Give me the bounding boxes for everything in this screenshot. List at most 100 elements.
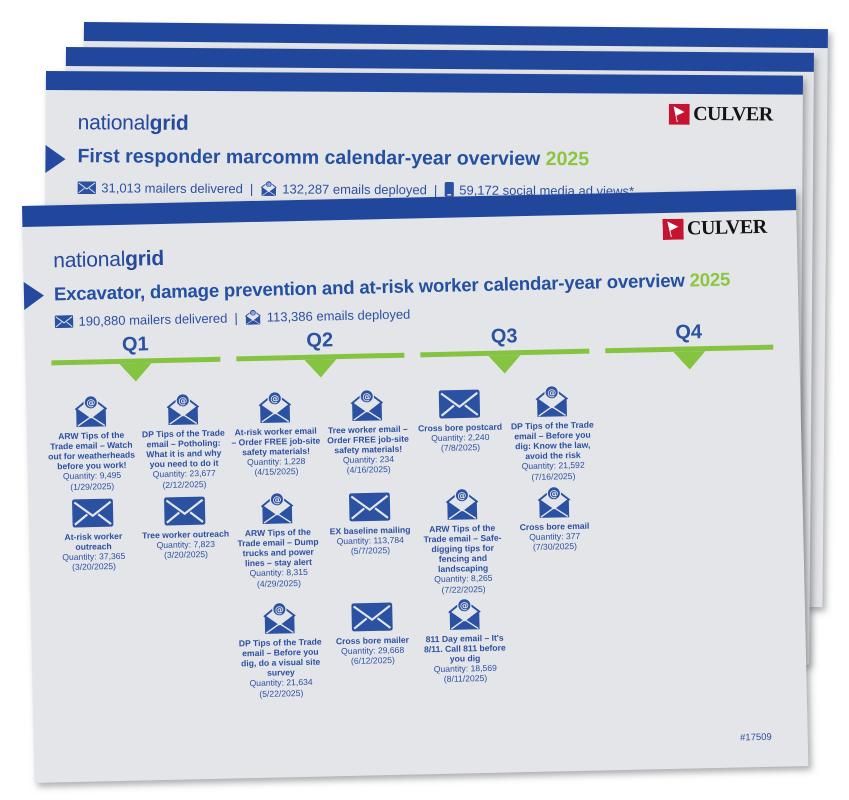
campaign-item: EX baseline mailing Quantity: 113,784 (5… <box>325 489 415 558</box>
culver-wordmark: CULVER <box>693 102 773 126</box>
culver-flag-icon <box>663 219 684 240</box>
item-title: ARW Tips of the Trade email – Dump truck… <box>237 526 319 569</box>
item-title: DP Tips of the Trade email – Before you … <box>510 419 594 462</box>
divider: | <box>433 181 438 197</box>
item-date: (4/29/2025) <box>256 577 301 589</box>
item-date: (5/22/2025) <box>259 687 304 699</box>
quarter-marker-icon <box>119 363 153 382</box>
culver-wordmark: CULVER <box>686 215 767 240</box>
item-title: 811 Day email – It's 8/11. Call 811 befo… <box>423 632 506 664</box>
email-icon <box>259 491 295 525</box>
item-date: (7/16/2025) <box>531 470 576 482</box>
item-title: At-risk worker outreach <box>64 530 123 552</box>
title-chevron-icon <box>45 144 66 174</box>
quarter-label: Q2 <box>306 329 334 352</box>
email-icon <box>536 485 572 519</box>
campaign-item: Cross bore mailer Quantity: 29,668 (6/12… <box>327 598 417 667</box>
item-date: (2/12/2025) <box>162 478 207 490</box>
item-title: Tree worker email – Order FREE job-site … <box>327 423 409 456</box>
mailer-icon <box>438 389 481 419</box>
stat-emails: 132,287 emails deployed <box>260 180 427 197</box>
slide-excavator: CULVER nationalgrid Excavator, damage pr… <box>22 189 809 783</box>
mailer-icon <box>164 496 207 526</box>
divider: | <box>234 309 238 325</box>
item-date: (7/8/2025) <box>440 442 481 454</box>
item-title: At-risk worker email – Order FREE job-si… <box>231 425 321 458</box>
email-icon <box>245 309 262 325</box>
quarter-label: Q1 <box>121 333 149 356</box>
stat-emails: 113,386 emails deployed <box>245 306 411 326</box>
quarter-line <box>51 356 220 382</box>
quarter-q2: Q2 At-risk worker email – Order FREE job… <box>227 328 419 700</box>
campaign-item: ARW Tips of the Trade email – Watch out … <box>46 394 137 493</box>
quarter-q1: Q1 ARW Tips of the Trade email – Watch o… <box>43 332 235 704</box>
quarter-q4: Q4 <box>596 319 788 691</box>
mailer-icon <box>348 492 391 522</box>
campaign-item: 811 Day email – It's 8/11. Call 811 befo… <box>419 596 510 685</box>
quarter-label: Q4 <box>675 321 703 344</box>
email-icon <box>257 390 293 424</box>
nationalgrid-logo: nationalgrid <box>52 246 165 273</box>
item-date: (3/20/2025) <box>163 549 209 561</box>
quarter-line <box>235 352 405 378</box>
culver-logo: CULVER <box>663 216 767 241</box>
nationalgrid-logo: nationalgrid <box>77 111 189 135</box>
item-date: (5/7/2025) <box>350 545 391 557</box>
quarter-marker-icon <box>488 355 522 374</box>
quarter-marker-icon <box>673 351 706 370</box>
quarter-label: Q3 <box>490 325 518 348</box>
quarter-q3: Q3 Cross bore postcard Quantity: 2,240 (… <box>412 324 604 696</box>
culver-logo: CULVER <box>669 103 773 127</box>
item-quantity: Quantity: 21,634 <box>249 676 313 689</box>
campaign-item: Tree worker email – Order FREE job-site … <box>322 388 413 477</box>
item-date: (8/11/2025) <box>443 673 488 685</box>
item-title: DP Tips of the Trade email – Before you … <box>238 636 322 678</box>
item-date: (4/15/2025) <box>254 466 299 478</box>
campaign-item: ARW Tips of the Trade email – Dump truck… <box>232 491 323 590</box>
email-icon <box>349 388 385 422</box>
campaign-item: At-risk worker email – Order FREE job-si… <box>230 390 321 479</box>
mailer-icon <box>351 602 394 632</box>
stat-mailers: 190,880 mailers delivered <box>54 310 228 329</box>
campaign-item: Cross bore email Quantity: 377 (7/30/202… <box>509 484 599 553</box>
mailer-icon <box>54 314 73 327</box>
item-title: DP Tips of the Trade email – Potholing: … <box>141 427 225 470</box>
item-date: (1/29/2025) <box>70 480 115 492</box>
item-quantity: Quantity: 21,592 <box>521 459 585 472</box>
mailer-icon <box>72 498 115 528</box>
title-chevron-icon <box>23 281 45 310</box>
email-icon <box>262 601 298 635</box>
item-date: (3/20/2025) <box>71 561 117 573</box>
slide-title: First responder marcomm calendar-year ov… <box>77 145 590 171</box>
slide-top-bar <box>83 22 828 49</box>
campaign-item: DP Tips of the Trade email – Before you … <box>507 384 598 483</box>
stat-mailers: 31,013 mailers delivered <box>77 180 243 196</box>
email-icon <box>446 597 482 631</box>
divider: | <box>249 180 254 196</box>
quarter-line <box>420 348 589 374</box>
culver-flag-icon <box>669 104 690 125</box>
email-icon <box>73 394 109 428</box>
campaign-item: DP Tips of the Trade email – Before you … <box>235 601 326 700</box>
item-quantity: Quantity: 23,677 <box>152 468 216 480</box>
campaign-item: Cross bore postcard Quantity: 2,240 (7/8… <box>415 386 505 455</box>
email-icon <box>165 392 201 426</box>
quarter-line <box>604 344 774 370</box>
item-date: (6/12/2025) <box>350 655 395 667</box>
job-number: #17509 <box>739 731 772 744</box>
item-date: (7/22/2025) <box>441 583 486 595</box>
slide-top-bar <box>45 71 803 95</box>
email-icon <box>260 180 277 196</box>
quarter-marker-icon <box>304 359 337 378</box>
email-icon <box>444 487 480 521</box>
item-title: ARW Tips of the Trade email – Watch out … <box>48 429 136 472</box>
quarter-timeline: Q1 ARW Tips of the Trade email – Watch o… <box>43 319 789 703</box>
phone-icon <box>444 181 454 197</box>
campaign-item: Tree worker outreach Quantity: 7,823 (3/… <box>140 493 230 562</box>
item-date: (7/30/2025) <box>532 541 578 553</box>
campaign-item: DP Tips of the Trade email – Potholing: … <box>138 392 229 491</box>
email-icon <box>534 384 570 418</box>
campaign-item: ARW Tips of the Trade email – Safe-diggi… <box>417 487 508 596</box>
mailer-icon <box>77 181 96 194</box>
